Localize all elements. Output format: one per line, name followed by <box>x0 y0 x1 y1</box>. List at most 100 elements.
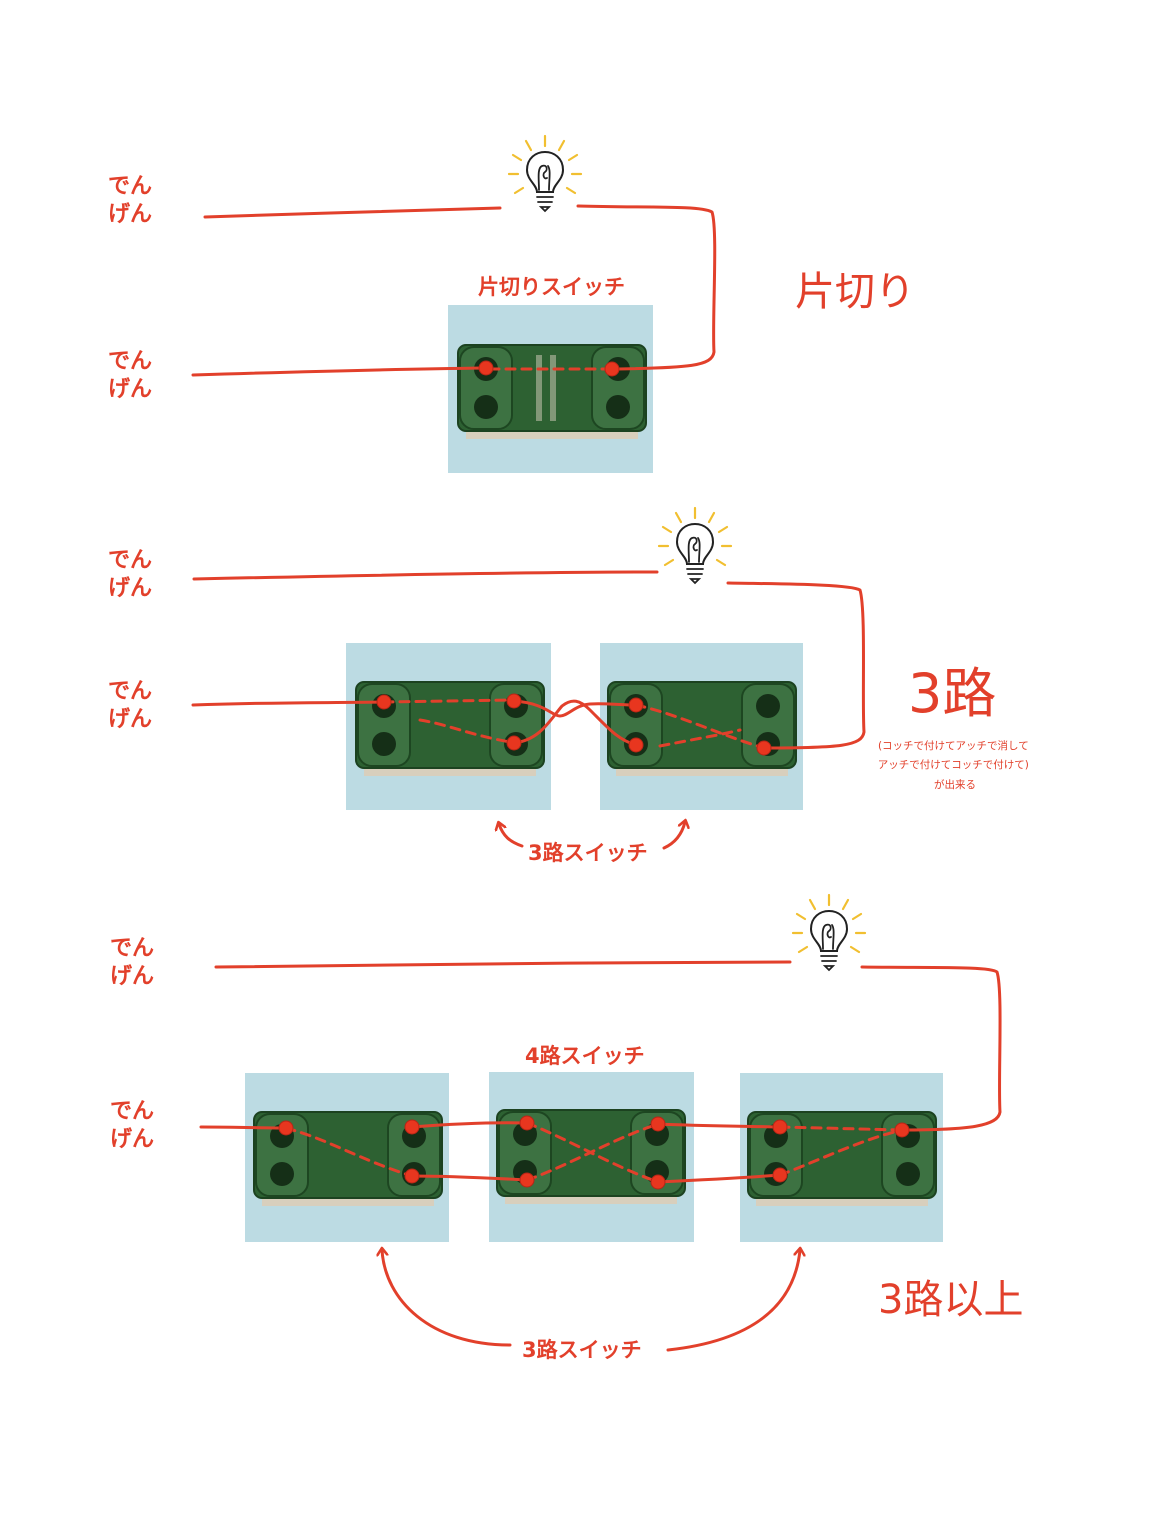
light-ray <box>808 898 817 911</box>
power-source-label-bottom: でんげん <box>108 679 152 732</box>
three-way-switch-right <box>607 681 797 776</box>
light-ray <box>849 945 861 954</box>
wire-traveler-top-left <box>410 1121 529 1129</box>
power-source-label-top: でんげん <box>110 936 154 989</box>
switch-frame <box>505 1194 677 1204</box>
terminal-hole <box>896 1162 920 1186</box>
power-line-2: げん <box>110 964 154 989</box>
note-line-3: が出来る <box>934 778 976 791</box>
wire-power-to-switch <box>191 366 488 377</box>
light-ray <box>565 186 577 195</box>
wire-power-to-switch <box>199 1125 288 1130</box>
bulb-filament <box>821 923 835 950</box>
note-line-1: (コッチで付けてアッチで消して <box>878 739 1029 752</box>
internal-path <box>418 718 512 744</box>
light-bulb-icon <box>657 506 733 585</box>
light-ray <box>851 912 863 921</box>
terminal-hole <box>756 694 780 718</box>
switch-terminal-block <box>498 1111 552 1195</box>
wire-traveler-top-right <box>656 1122 782 1129</box>
wire-bulb-to-switch <box>576 204 717 371</box>
light-ray <box>661 525 673 534</box>
bulb-base <box>536 191 554 213</box>
light-ray <box>674 511 683 524</box>
three-way-note: (コッチで付けてアッチで消して アッチで付けてコッチで付けて) が出来る <box>878 739 1032 791</box>
note-line-2: アッチで付けてコッチで付けて) <box>878 758 1029 771</box>
light-ray <box>797 945 809 954</box>
light-ray <box>524 139 533 152</box>
curved-arrow-icon <box>499 824 524 848</box>
terminal-connection-dot <box>404 1119 420 1135</box>
wire-power-to-switch <box>191 700 386 707</box>
wire-traveler-bottom-right <box>656 1173 782 1184</box>
terminal-connection-dot <box>278 1120 294 1136</box>
four-way-title: 3路以上 <box>878 1277 1023 1323</box>
wire-traveler-bottom <box>512 699 638 747</box>
section-four-way: でんげん でんげん 4路スイッチ 3路以上 3路スイッチ <box>110 893 1023 1362</box>
three-way-switch-label: 3路スイッチ <box>522 1338 642 1362</box>
light-ray <box>715 558 727 567</box>
curved-arrow-icon <box>666 1250 800 1352</box>
light-ray <box>567 153 579 162</box>
internal-path <box>658 728 742 748</box>
terminal-connection-dot <box>519 1172 535 1188</box>
curved-arrow-icon <box>662 822 685 850</box>
bulb-filament <box>537 164 551 191</box>
light-ray <box>557 139 566 152</box>
wire-power-to-bulb <box>203 206 502 219</box>
internal-path <box>778 1125 904 1132</box>
terminal-hole <box>372 732 396 756</box>
terminal-connection-dot <box>628 697 644 713</box>
light-bulb-icon <box>507 134 583 213</box>
terminal-hole <box>474 395 498 419</box>
power-source-label-top: でんげん <box>108 174 152 227</box>
power-line-1: でん <box>108 679 152 704</box>
power-source-label-bottom: でんげん <box>110 1099 154 1152</box>
wire-power-to-bulb <box>192 570 659 581</box>
power-line-1: でん <box>110 1099 154 1124</box>
switch-terminal-block <box>255 1113 309 1197</box>
bulb-base <box>686 563 704 585</box>
light-bulb-icon <box>791 893 867 972</box>
power-line-2: げん <box>108 707 152 732</box>
wire-power-to-bulb <box>214 960 792 969</box>
wire-bulb-to-switch <box>860 965 1002 1132</box>
switch-center-rib <box>550 355 556 421</box>
power-line-1: でん <box>108 548 152 573</box>
three-way-title: 3路 <box>908 662 996 725</box>
terminal-connection-dot <box>404 1168 420 1184</box>
switch-frame <box>262 1196 434 1206</box>
terminal-connection-dot <box>628 737 644 753</box>
terminal-connection-dot <box>376 694 392 710</box>
switch-terminal-block <box>630 1111 684 1195</box>
switch-frame <box>756 1196 928 1206</box>
switch-frame <box>364 766 536 776</box>
single-pole-switch <box>457 344 647 439</box>
light-ray <box>513 186 525 195</box>
wire-bulb-to-switch <box>726 581 866 750</box>
power-source-label-bottom: でんげん <box>108 349 152 402</box>
power-line-1: でん <box>108 174 152 199</box>
terminal-hole <box>270 1162 294 1186</box>
power-line-2: げん <box>108 377 152 402</box>
terminal-connection-dot <box>604 361 620 377</box>
section-single-pole: でんげん でんげん 片切りスイッチ 片切り <box>108 134 915 473</box>
light-ray <box>511 153 523 162</box>
section-three-way: でんげん でんげん 3路 (コッチで付けてアッチで消して アッチで付けてコッチで… <box>108 506 1032 865</box>
internal-path <box>525 1122 660 1182</box>
terminal-connection-dot <box>650 1174 666 1190</box>
power-source-label-top: でんげん <box>108 548 152 601</box>
power-line-2: げん <box>108 202 152 227</box>
three-way-switch-label: 3路スイッチ <box>528 841 648 865</box>
single-pole-switch-label: 片切りスイッチ <box>478 275 625 299</box>
switch-center-rib <box>536 355 542 421</box>
switch-frame <box>616 766 788 776</box>
internal-path <box>634 703 766 750</box>
switch-terminal-block <box>881 1113 935 1197</box>
terminal-connection-dot <box>894 1122 910 1138</box>
light-ray <box>663 558 675 567</box>
terminal-connection-dot <box>519 1115 535 1131</box>
power-line-2: げん <box>110 1127 154 1152</box>
switch-frame <box>466 429 638 439</box>
